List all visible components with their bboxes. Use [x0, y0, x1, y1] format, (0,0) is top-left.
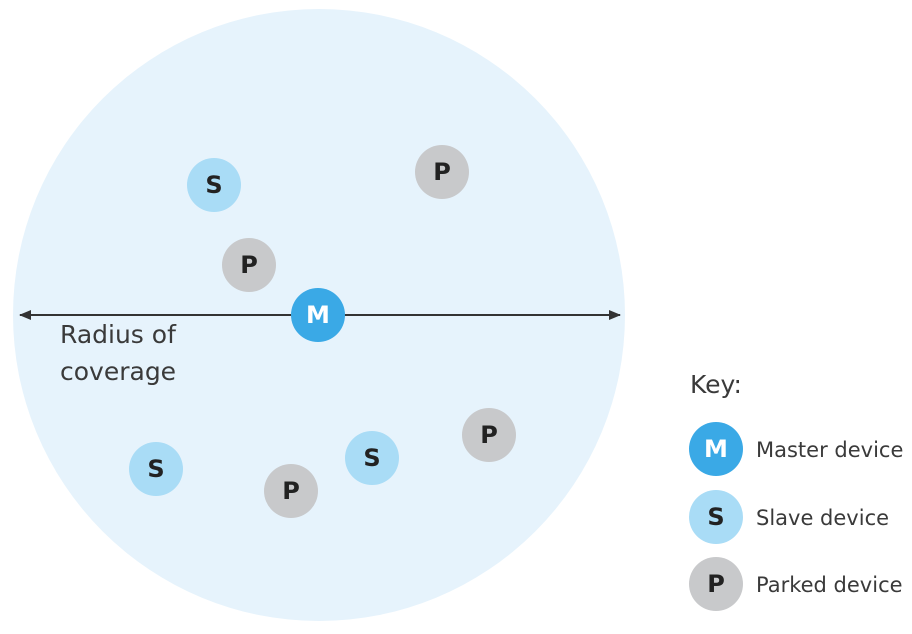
parked-device-node: P — [222, 238, 276, 292]
parked-device-node-circle — [264, 464, 318, 518]
slave-device-node: S — [345, 431, 399, 485]
slave-device-node-circle — [187, 158, 241, 212]
parked-device-node-letter: P — [433, 158, 451, 186]
parked-device-node-letter: P — [282, 477, 300, 505]
key-parked-label: Parked device — [756, 573, 903, 597]
master-device-node: M — [291, 288, 345, 342]
slave-device-node-letter: S — [147, 455, 164, 483]
parked-device-node-circle — [222, 238, 276, 292]
key-master-swatch: M — [689, 422, 743, 476]
radius-label-line2: coverage — [60, 357, 176, 386]
master-device-node-circle — [291, 288, 345, 342]
slave-device-node-letter: S — [205, 171, 222, 199]
parked-device-node: P — [462, 408, 516, 462]
parked-device-node-circle — [462, 408, 516, 462]
parked-device-node-letter: P — [480, 421, 498, 449]
key-slave-swatch-letter: S — [707, 503, 724, 531]
parked-device-node: P — [415, 145, 469, 199]
slave-device-node: S — [129, 442, 183, 496]
key-slave-swatch: S — [689, 490, 743, 544]
key-master-swatch-circle — [689, 422, 743, 476]
slave-device-node: S — [187, 158, 241, 212]
slave-device-node-circle — [129, 442, 183, 496]
key-parked-swatch-letter: P — [707, 570, 725, 598]
key-slave-label: Slave device — [756, 506, 889, 530]
key-slave-swatch-circle — [689, 490, 743, 544]
slave-device-node-circle — [345, 431, 399, 485]
key-parked-swatch-circle — [689, 557, 743, 611]
parked-device-node-circle — [415, 145, 469, 199]
key-master-label: Master device — [756, 438, 903, 462]
device-nodes: S P P M S P S P — [129, 145, 516, 518]
parked-device-node: P — [264, 464, 318, 518]
parked-device-node-letter: P — [240, 251, 258, 279]
radius-label-line1: Radius of — [60, 320, 177, 349]
key-title: Key: — [690, 370, 742, 399]
master-device-node-letter: M — [306, 301, 330, 329]
slave-device-node-letter: S — [363, 444, 380, 472]
radius-label: Radius of coverage — [60, 320, 184, 386]
key-master-swatch-letter: M — [704, 435, 728, 463]
key-parked-swatch: P — [689, 557, 743, 611]
